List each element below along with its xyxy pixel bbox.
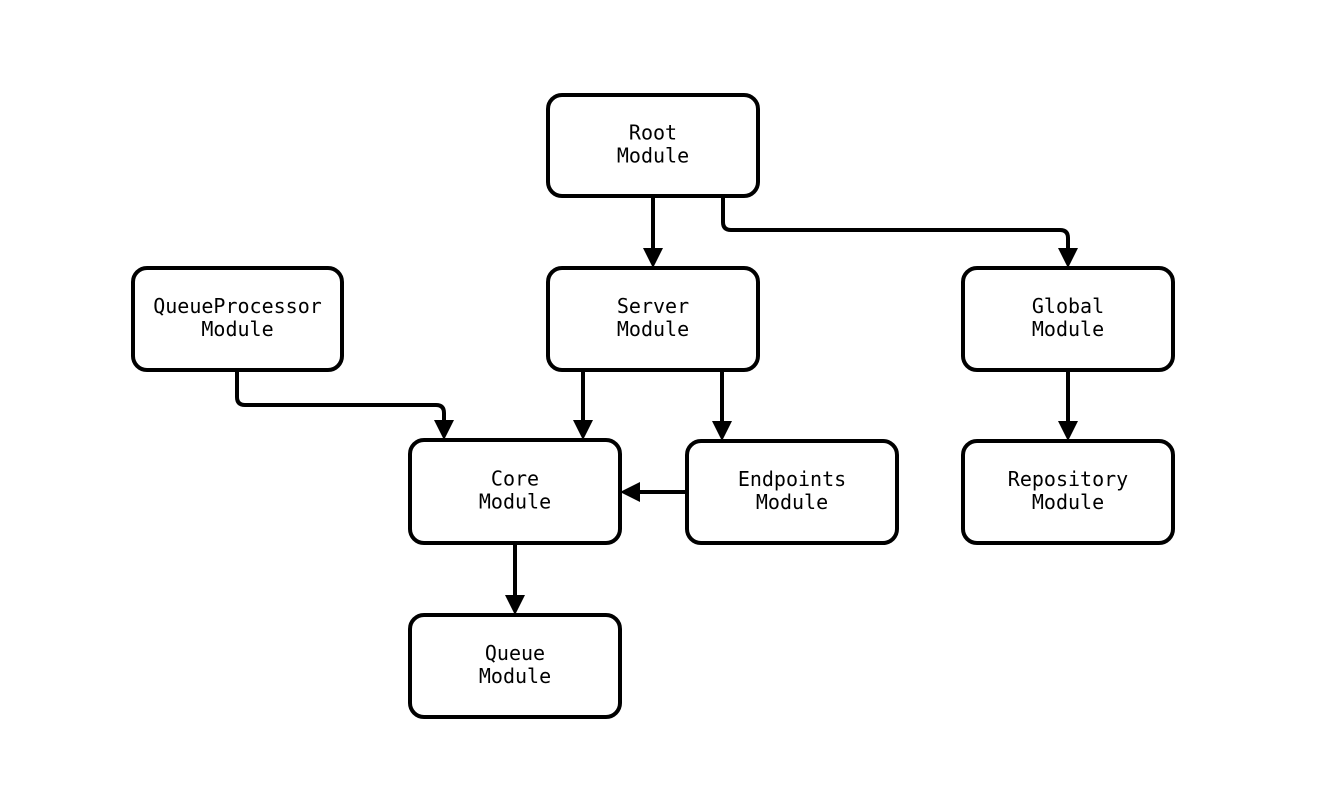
edge-root-to-server-arrowhead xyxy=(643,248,663,268)
server-module-box[interactable] xyxy=(546,266,760,372)
global-module-box[interactable] xyxy=(961,266,1175,372)
edge-server-to-core xyxy=(573,370,593,440)
edge-core-to-queue xyxy=(505,543,525,615)
edge-queueprocessor-to-core xyxy=(235,370,454,440)
edge-server-to-core-arrowhead xyxy=(573,420,593,440)
core-module-box[interactable] xyxy=(408,438,622,545)
edge-root-to-global-line xyxy=(721,196,1070,248)
server-module-label-line2: Module xyxy=(617,317,689,341)
edge-root-to-global xyxy=(721,196,1078,268)
queue-module-box[interactable] xyxy=(408,613,622,719)
core-module-label-line1: Core xyxy=(491,466,539,490)
root-module-label-line2: Module xyxy=(617,144,689,168)
edges-layer xyxy=(235,196,1078,615)
repository-module-label-line1: Repository xyxy=(1008,467,1128,491)
edge-global-to-repository-arrowhead xyxy=(1058,421,1078,441)
server-module-label-line1: Server xyxy=(617,294,689,318)
edge-endpoints-to-core-arrowhead xyxy=(620,482,640,502)
root-module-box[interactable] xyxy=(546,93,760,198)
endpoints-module-label-line1: Endpoints xyxy=(738,467,846,491)
repository-module-label-line2: Module xyxy=(1032,490,1104,514)
edge-core-to-queue-arrowhead xyxy=(505,595,525,615)
repository-module-box[interactable] xyxy=(961,439,1175,545)
edge-server-to-endpoints xyxy=(712,370,732,441)
edge-root-to-global-arrowhead xyxy=(1058,248,1078,268)
queue-module-label-line1: Queue xyxy=(485,641,545,665)
core-module-label-line2: Module xyxy=(479,490,551,514)
nodes-layer: RootModuleQueueProcessorModuleServerModu… xyxy=(131,93,1175,719)
endpoints-module-label-line2: Module xyxy=(756,490,828,514)
edge-endpoints-to-core xyxy=(620,482,687,502)
edge-queueprocessor-to-core-line xyxy=(235,370,446,420)
global-module-label-line2: Module xyxy=(1032,317,1104,341)
global-module-label-line1: Global xyxy=(1032,294,1104,318)
root-module-label-line1: Root xyxy=(629,120,677,144)
queueprocessor-module-label-line2: Module xyxy=(201,317,273,341)
edge-queueprocessor-to-core-arrowhead xyxy=(434,420,454,440)
edge-server-to-endpoints-arrowhead xyxy=(712,421,732,441)
queue-module-label-line2: Module xyxy=(479,664,551,688)
endpoints-module-box[interactable] xyxy=(685,439,899,545)
edge-root-to-server xyxy=(643,196,663,268)
queueprocessor-module-label-line1: QueueProcessor xyxy=(153,294,322,318)
edge-global-to-repository xyxy=(1058,370,1078,441)
queueprocessor-module-box[interactable] xyxy=(131,266,344,372)
